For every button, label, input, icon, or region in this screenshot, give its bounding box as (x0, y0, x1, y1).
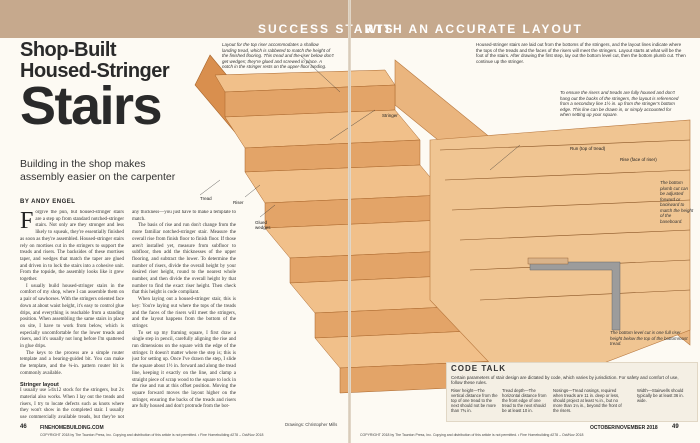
body-paragraph: When laying out a housed-stringer stair,… (132, 297, 236, 329)
code-item-riser-height: Riser height—The vertical distance from … (451, 388, 498, 414)
body-paragraph: The basis of rise and run don't change f… (132, 223, 236, 296)
body-paragraph: I usually build housed-stringer stairs i… (20, 283, 124, 350)
body-paragraph: The keys to the process are a simple rou… (20, 350, 124, 376)
label-run: Run (top of tread) (570, 146, 606, 151)
label-tread: Tread (200, 196, 212, 201)
body-paragraph: To set up my framing square, I first dra… (132, 330, 236, 410)
label-glued-wedges: Glued wedges (255, 220, 271, 230)
copyright-left: COPYRIGHT 2018 by The Taunton Press, Inc… (40, 433, 264, 437)
label-stringer: Stringer (382, 113, 398, 118)
code-item-nosings: Nosings—Tread nosings, required when tre… (553, 388, 622, 414)
body-column-1: F orgive the pun, but housed-stringer st… (20, 210, 124, 422)
title-line-1: Shop-Built (20, 39, 117, 61)
body-paragraph: orgive the pun, but housed-stringer stai… (20, 210, 124, 283)
code-talk-box: CODE TALK Certain parameters of stair de… (446, 362, 698, 422)
callout-top: Layout for the top riser accommodates a … (222, 42, 334, 69)
drawing-credit: Drawings: Christopher Mills (285, 422, 338, 427)
code-item-width: Width—Stairwells should typically be at … (637, 388, 684, 404)
title-line-2: Housed-Stringer (20, 60, 170, 82)
subhead: Stringer layout (20, 381, 59, 388)
header-text-left: SUCCESS STARTS (258, 22, 395, 36)
callout-bottom-level: The bottom level cut is one full riser h… (610, 330, 688, 346)
code-talk-title: CODE TALK (451, 364, 507, 373)
callout-layout: Housed-stringer stairs are laid out from… (476, 42, 686, 64)
drop-cap: F (20, 210, 34, 234)
code-item-tread-depth: Tread depth—The horizontal distance from… (502, 388, 547, 414)
body-column-2: any thickness—you just have to make a te… (132, 210, 236, 422)
site-name: FINEHOMEBUILDING.COM (40, 425, 104, 431)
body-paragraph: any thickness—you just have to make a te… (132, 210, 236, 222)
copyright-right: COPYRIGHT 2018 by The Taunton Press, Inc… (360, 433, 584, 437)
callout-bottom-plumb: The bottom plumb cut can be adjusted for… (660, 180, 694, 224)
callout-housing: To ensure the risers and treads are full… (560, 90, 679, 117)
code-talk-intro: Certain parameters of stair design are d… (451, 375, 679, 386)
folio-left: 46 (20, 424, 27, 430)
article-title: Shop-Built Housed-Stringer Stairs (20, 40, 170, 133)
label-riser: Riser (233, 200, 244, 205)
issue-date: OCTOBER/NOVEMBER 2018 (590, 425, 658, 431)
byline: BY ANDY ENGEL (20, 199, 76, 205)
framing-square (529, 261, 621, 331)
label-rise: Rise (face of riser) (620, 157, 657, 162)
gutter (348, 0, 351, 443)
header-text-right: WITH AN ACCURATE LAYOUT (365, 22, 583, 36)
article-deck: Building in the shop makes assembly easi… (20, 158, 176, 183)
title-line-3: Stairs (20, 76, 163, 136)
folio-right: 49 (672, 424, 679, 430)
body-paragraph: I usually use 5⁄4x12 stock for the strin… (20, 388, 124, 422)
